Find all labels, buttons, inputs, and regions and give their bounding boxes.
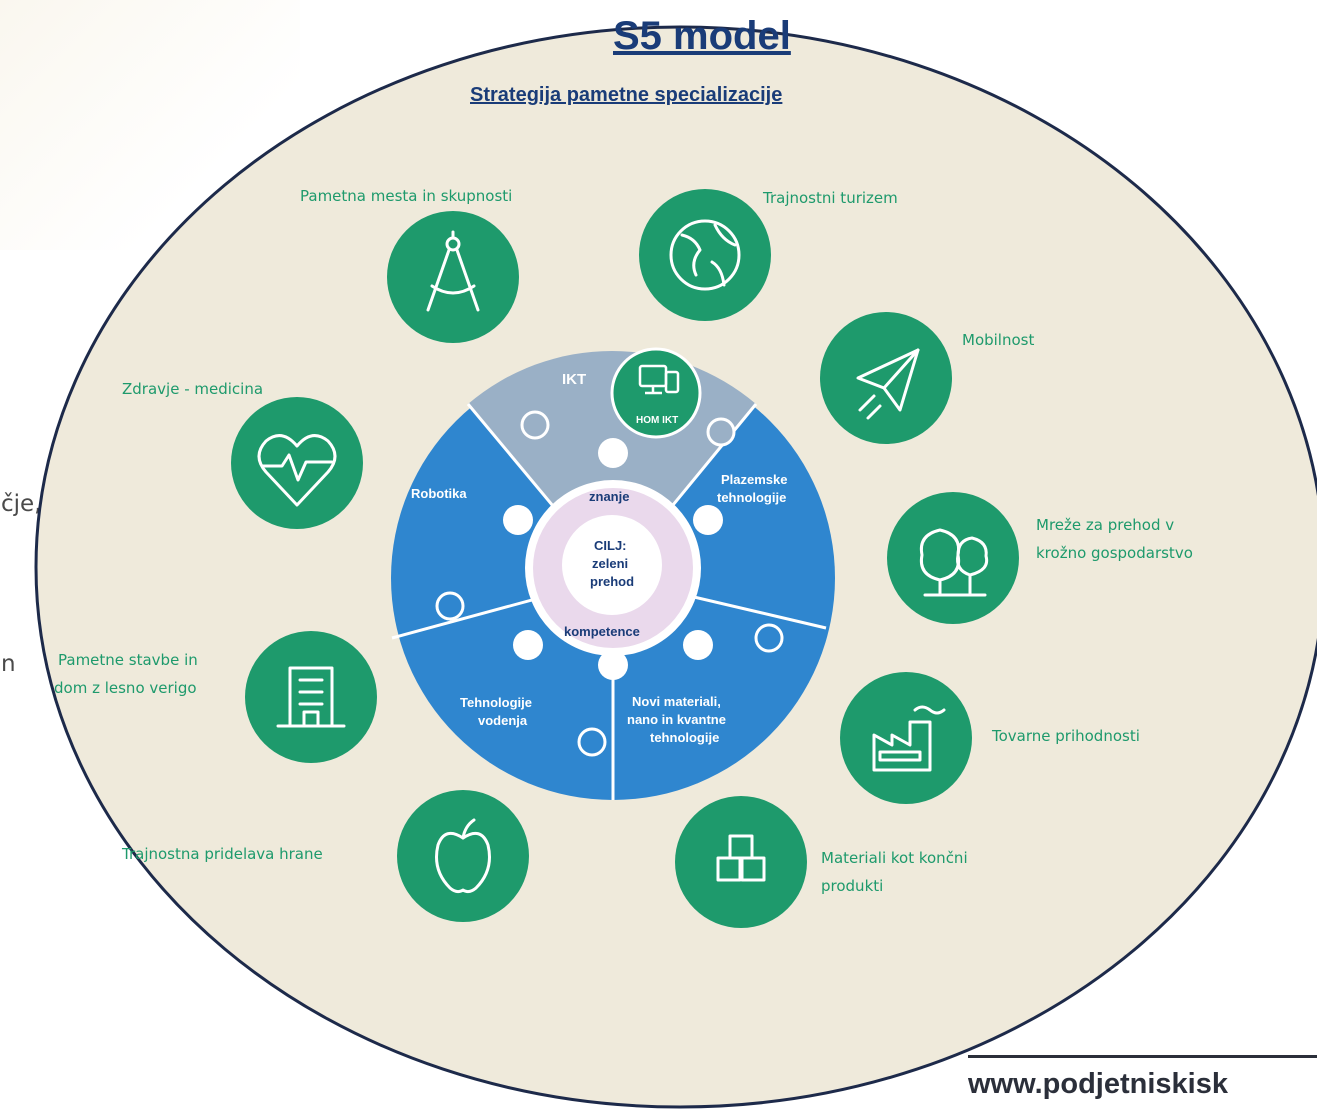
globe-icon bbox=[669, 219, 741, 291]
circle-pametne-stavbe bbox=[245, 631, 377, 763]
compass-icon bbox=[426, 230, 480, 312]
apple-icon bbox=[435, 818, 491, 894]
wheel-label-novi-materiali-3: tehnologije bbox=[650, 730, 720, 745]
label-mobilnost: Mobilnost bbox=[962, 331, 1035, 349]
circle-pametna-mesta bbox=[387, 211, 519, 343]
factory-icon bbox=[872, 705, 946, 772]
wheel-label-plazemske-2: tehnologije bbox=[717, 490, 787, 505]
wheel-label-cilj-2: zeleni bbox=[592, 556, 629, 571]
label-pametne-stavbe-2: dom z lesno verigo bbox=[54, 679, 197, 697]
building-icon bbox=[276, 666, 346, 728]
label-trajnostna-pridelava: Trajnostna pridelava hrane bbox=[122, 845, 323, 863]
label-mreze-2: krožno gospodarstvo bbox=[1036, 544, 1193, 562]
circle-trajnostni-turizem bbox=[639, 189, 771, 321]
wheel-label-novi-materiali-2: nano in kvantne bbox=[627, 712, 726, 727]
circle-mobilnost bbox=[820, 312, 952, 444]
label-materiali-1: Materiali kot končni bbox=[821, 849, 968, 867]
paper-plane-icon bbox=[856, 348, 920, 420]
side-text-fragment-1: čje, bbox=[1, 491, 42, 517]
label-mreze-1: Mreže za prehod v bbox=[1036, 516, 1175, 534]
central-wheel bbox=[391, 347, 835, 800]
diagram-title: S5 model bbox=[613, 14, 791, 58]
heart-pulse-icon bbox=[257, 434, 337, 507]
wheel-label-vodenja-2: vodenja bbox=[478, 713, 528, 728]
wheel-label-robotika: Robotika bbox=[411, 486, 467, 501]
diagram-subtitle: Strategija pametne specializacije bbox=[470, 84, 783, 106]
circle-tovarne bbox=[840, 672, 972, 804]
wheel-label-cilj-1: CILJ: bbox=[594, 538, 627, 553]
domain-circles bbox=[231, 189, 1019, 928]
wheel-label-znanje: znanje bbox=[589, 489, 630, 504]
label-pametne-stavbe-1: Pametne stavbe in bbox=[58, 651, 198, 669]
footer-website: www.podjetniskisk bbox=[968, 1068, 1228, 1100]
footer-divider bbox=[968, 1055, 1317, 1058]
trees-icon bbox=[919, 528, 989, 597]
label-pametna-mesta: Pametna mesta in skupnosti bbox=[300, 187, 513, 205]
label-trajnostni-turizem: Trajnostni turizem bbox=[763, 189, 898, 207]
label-materiali-2: produkti bbox=[821, 877, 884, 895]
label-tovarne: Tovarne prihodnosti bbox=[992, 727, 1140, 745]
wheel-label-plazemske-1: Plazemske bbox=[721, 472, 788, 487]
circle-trajnostna-pridelava bbox=[397, 790, 529, 922]
circle-mreze bbox=[887, 492, 1019, 624]
label-zdravje: Zdravje - medicina bbox=[122, 380, 264, 398]
wheel-label-vodenja-1: Tehnologije bbox=[460, 695, 532, 710]
cubes-icon bbox=[716, 834, 766, 882]
wheel-label-hom-ikt: HOM IKT bbox=[636, 415, 679, 426]
wheel-label-cilj-3: prehod bbox=[590, 574, 635, 589]
side-text-fragment-2: n bbox=[1, 651, 16, 677]
circle-zdravje bbox=[231, 397, 363, 529]
wheel-label-kompetence: kompetence bbox=[564, 624, 640, 639]
wheel-label-ikt: IKT bbox=[562, 371, 587, 388]
wheel-label-novi-materiali-1: Novi materiali, bbox=[632, 694, 721, 709]
